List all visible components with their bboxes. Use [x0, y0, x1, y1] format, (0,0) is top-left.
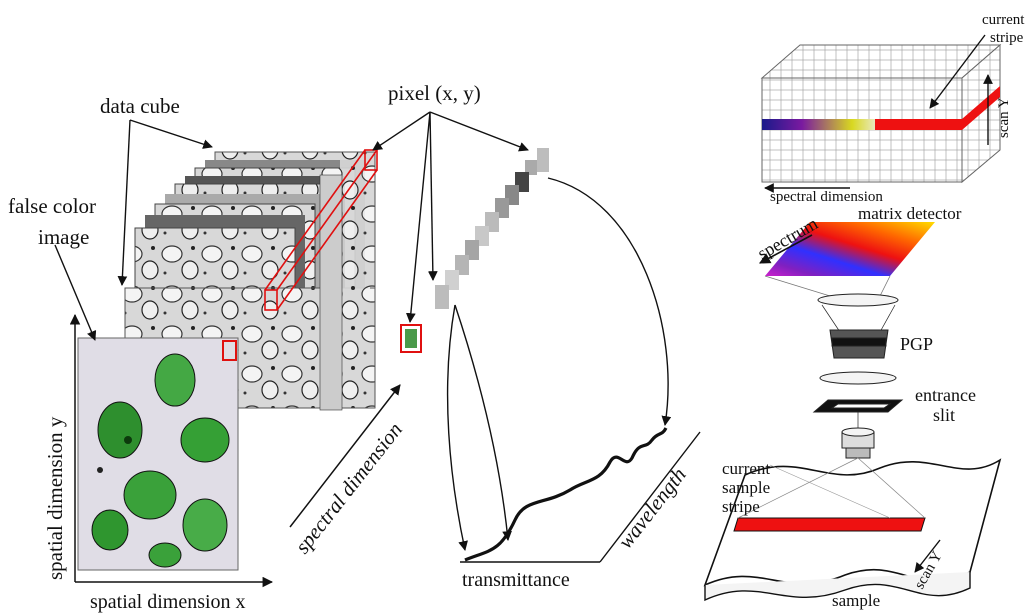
scan-y-top-label: scan Y [996, 97, 1012, 138]
pixel-label: pixel (x, y) [388, 81, 481, 105]
wavelength-label: wavelength [613, 463, 691, 553]
spatial-x-label: spatial dimension x [90, 591, 246, 613]
spatial-axes [69, 313, 401, 588]
spatial-y-label: spatial dimension y [43, 416, 67, 580]
current-sample-label-2: sample [722, 478, 770, 497]
matrix-detector-label: matrix detector [858, 204, 962, 223]
slit-label: slit [933, 405, 955, 425]
extracted-pixel [400, 324, 422, 353]
current-sample-label-1: current [722, 459, 770, 478]
sample-label: sample [832, 591, 880, 610]
pixel-arrows [372, 111, 529, 323]
pgp-label: PGP [900, 334, 933, 354]
current-sample-label-3: stripe [722, 497, 760, 516]
spectral-dimension-left-label: spectral dimension [290, 418, 407, 558]
current-label: current [982, 12, 1025, 28]
pixel-spectrum-column [435, 148, 549, 309]
stripe-label: stripe [990, 30, 1024, 46]
spectrum-plot [446, 177, 701, 563]
false-color-label: false color [8, 194, 96, 218]
spectral-dimension-right-label: spectral dimension [770, 189, 883, 205]
transmittance-label: transmittance [462, 569, 570, 591]
false-color-image [77, 337, 239, 571]
matrix-detector [759, 222, 935, 297]
sample-stage [703, 457, 1002, 602]
entrance-label: entrance [915, 385, 976, 405]
data-cube-label: data cube [100, 94, 180, 118]
scan-cube [760, 34, 1002, 193]
image-label: image [38, 225, 89, 249]
pixel-column-outline [264, 149, 378, 311]
data-cube-arrows [54, 119, 213, 341]
optics-train [812, 293, 904, 459]
